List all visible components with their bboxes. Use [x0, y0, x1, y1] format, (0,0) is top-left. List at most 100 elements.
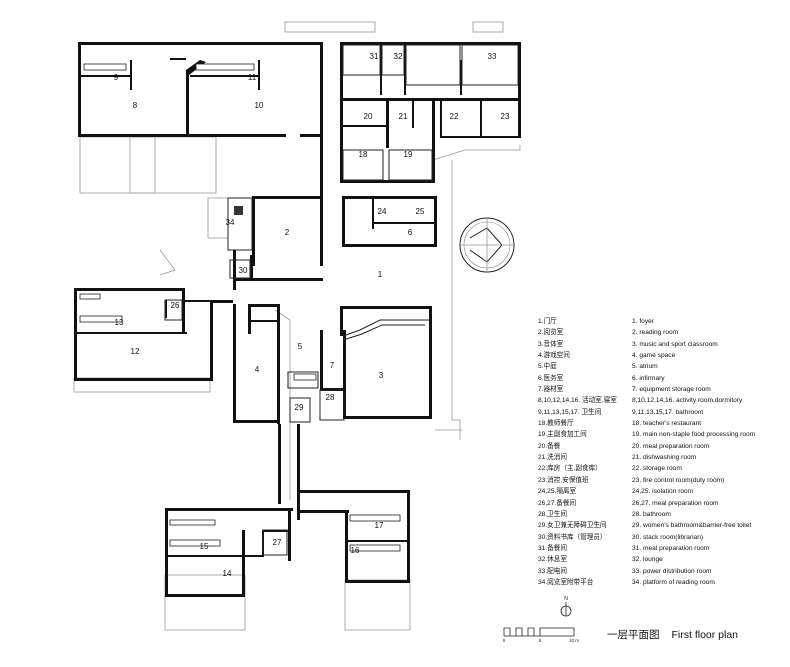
scale-tick-0: 0	[503, 638, 506, 643]
legend-row: 5.中庭 5. atrium	[538, 361, 783, 372]
room-label-20: 20	[364, 112, 373, 121]
legend-row: 20.备餐 20. meal preparation room	[538, 441, 783, 452]
legend-row: 24,25.隔离室 24,25. isolation room	[538, 486, 783, 497]
legend-row: 34.阅览室附带平台 34. platform of reading room	[538, 577, 783, 588]
room-label-11: 11	[248, 73, 257, 82]
room-label-31: 31	[370, 52, 379, 61]
legend-en-label: 8,10,12,14,16. activity room,dormitory	[632, 397, 743, 405]
legend-row: 8,10,12,14,16. 活动室,寝室 8,10,12,14,16. acti…	[538, 395, 783, 406]
room-label-29: 29	[295, 403, 304, 412]
legend-cn-label: 2.阅览室	[538, 329, 564, 337]
room-label-30: 30	[239, 266, 248, 275]
legend-cn-label: 9,11,13,15,17. 卫生间	[538, 408, 602, 416]
room-label-8: 8	[133, 101, 138, 110]
room-label-24: 24	[378, 207, 387, 216]
legend-cn-label: 21.洗消间	[538, 454, 567, 462]
legend-en-label: 24,25. isolation room	[632, 488, 694, 496]
legend-cn-label: 31.备餐间	[538, 544, 567, 552]
room-label-17: 17	[375, 521, 384, 530]
room-label-28: 28	[326, 393, 335, 402]
room-label-1: 1	[378, 270, 383, 279]
legend-en-label: 22. storage room	[632, 465, 682, 473]
room-label-27: 27	[273, 538, 282, 547]
legend-cn-label: 20.备餐	[538, 442, 561, 450]
legend-en-label: 4. game space	[632, 352, 676, 360]
bathroom-fixtures	[79, 63, 401, 552]
room-label-2: 2	[285, 228, 290, 237]
legend-row: 22.库房（主,副食库） 22. storage room	[538, 463, 783, 474]
legend-en-label: 3. music and sport classroom	[632, 340, 718, 348]
legend-en-label: 32. lounge	[632, 556, 663, 564]
legend-cn-label: 29.女卫兼无障碍卫生间	[538, 522, 607, 530]
legend-en-label: 18. teacher's restaurant	[632, 420, 702, 428]
legend-row: 7.器材室 7. equipment storage room	[538, 384, 783, 395]
legend-en-label: 28. bathroom	[632, 510, 671, 518]
room-label-25: 25	[416, 207, 425, 216]
room-label-6: 6	[408, 228, 413, 237]
legend-cn-label: 33.配电间	[538, 567, 567, 575]
room-label-7: 7	[330, 361, 335, 370]
legend-en-label: 20. meal preparation room	[632, 442, 710, 450]
legend-cn-label: 8,10,12,14,16. 活动室,寝室	[538, 397, 617, 405]
scale-tick-10: 10 m	[569, 638, 579, 643]
spiral-stair	[459, 217, 515, 273]
room-label-13: 13	[115, 318, 124, 327]
scale-bar: 0 5 10 m	[503, 627, 579, 643]
legend-row: 30.资料书库（管理员） 30. stack room(librarian)	[538, 532, 783, 543]
legend-en-label: 30. stack room(librarian)	[632, 533, 704, 541]
legend-row: 21.洗消间 21. dishwashing room	[538, 452, 783, 463]
legend-cn-label: 32.休息室	[538, 556, 567, 564]
legend-en-label: 5. atrium	[632, 363, 658, 371]
room-label-16: 16	[351, 546, 360, 555]
room-label-5: 5	[298, 342, 303, 351]
room-label-18: 18	[359, 150, 368, 159]
room-label-33: 33	[488, 52, 497, 61]
legend-cn-label: 22.库房（主,副食库）	[538, 465, 602, 473]
room-label-4: 4	[255, 365, 260, 374]
north-label: N	[564, 596, 568, 602]
legend-cn-label: 26,27.备餐间	[538, 499, 577, 507]
room-label-14: 14	[223, 569, 232, 578]
room-label-15: 15	[200, 542, 209, 551]
legend-en-label: 21. dishwashing room	[632, 454, 697, 462]
legend-row: 26,27.备餐间 26,27. meal preparation room	[538, 498, 783, 509]
legend-en-label: 9,11,13,15,17. bathroom	[632, 408, 704, 416]
legend-cn-label: 4.游戏空间	[538, 352, 570, 360]
legend-cn-label: 28.卫生间	[538, 510, 567, 518]
legend-row: 28.卫生间 28. bathroom	[538, 509, 783, 520]
legend-en-label: 1. foyer	[632, 318, 654, 325]
legend-en-label: 7. equipment storage room	[632, 386, 711, 394]
legend-cn-label: 19.主副食加工间	[538, 431, 587, 439]
legend-cn-label: 30.资料书库（管理员）	[538, 533, 607, 541]
building-walls	[74, 42, 521, 597]
legend-cn-label: 24,25.隔离室	[538, 488, 577, 496]
scale-tick-5: 5	[539, 638, 542, 643]
room-label-19: 19	[404, 150, 413, 159]
legend-en-label: 26,27. meal preparation room	[632, 499, 719, 507]
legend-row: 29.女卫兼无障碍卫生间 29. women's bathroom&barrier…	[538, 520, 783, 531]
legend-cn-label: 23.消控,安保值班	[538, 476, 589, 484]
legend-cn-label: 34.阅览室附带平台	[538, 578, 594, 586]
legend-row: 2.阅览室 2. reading room	[538, 327, 783, 338]
room-label-10: 10	[255, 101, 264, 110]
legend-en-label: 2. reading room	[632, 329, 679, 337]
legend-en-label: 34. platform of reading room	[632, 578, 715, 586]
legend-en-label: 29. women's bathroom&barrier-free toilet	[632, 522, 752, 530]
room-label-12: 12	[131, 347, 140, 356]
room-label-21: 21	[399, 112, 408, 121]
legend-cn-label: 5.中庭	[538, 363, 557, 371]
legend-cn-label: 7.器材室	[538, 386, 564, 394]
interior-lines	[164, 44, 519, 556]
legend-cn-label: 6.医务室	[538, 374, 564, 382]
room-labels: 1 2 3 4 5 6 7 8 9 10 11 12 13 14 15 16 1…	[114, 52, 510, 578]
